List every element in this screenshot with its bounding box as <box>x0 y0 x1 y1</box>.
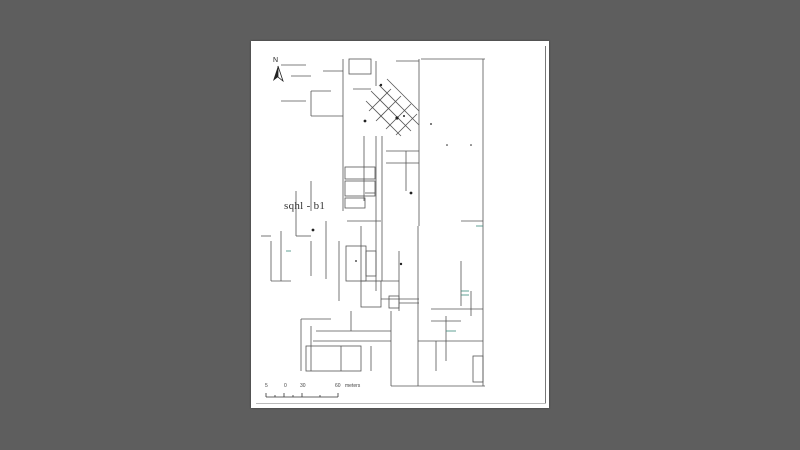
page-border-right <box>545 46 546 404</box>
floor-plan-page: N sqhl - b1 5 0 30 60 meters <box>251 41 549 408</box>
scale-bar: 5 0 30 60 meters <box>265 383 375 401</box>
north-arrow-letter: N <box>273 57 279 64</box>
page-border-bottom <box>256 403 546 404</box>
north-arrow-icon <box>273 65 284 83</box>
scale-tick: 0 <box>284 383 287 389</box>
north-arrow: N <box>271 57 285 83</box>
map-label: sqhl - b1 <box>284 200 326 212</box>
floor-plan-drawing <box>261 58 485 387</box>
scale-bar-graphic <box>265 393 339 398</box>
scale-tick: 30 <box>300 383 306 389</box>
scale-unit: meters <box>345 383 361 389</box>
scale-tick: 5 <box>265 383 268 389</box>
scale-tick: 60 <box>335 383 341 389</box>
